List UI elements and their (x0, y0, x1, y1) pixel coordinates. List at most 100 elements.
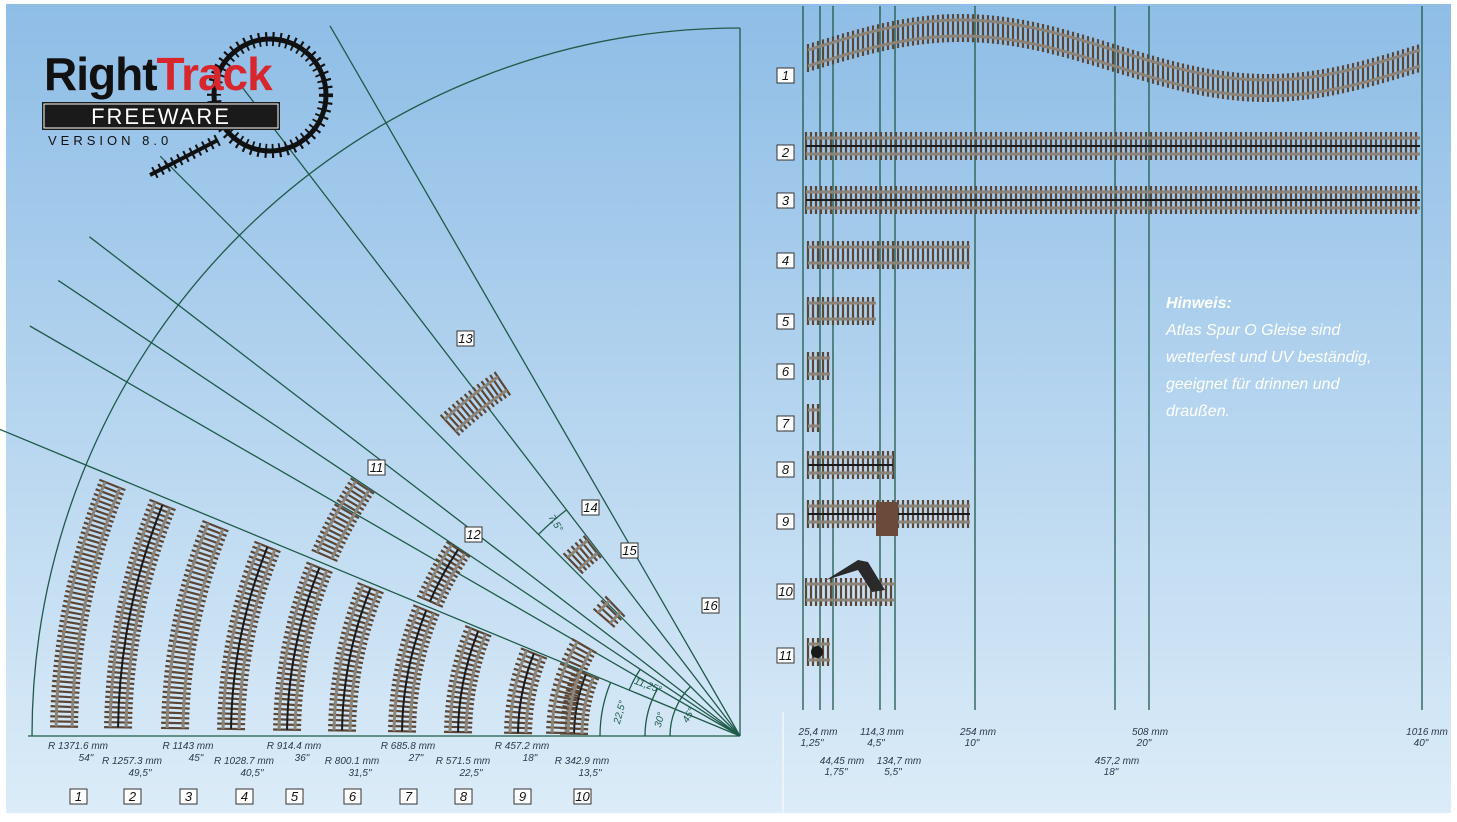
radius-label-4: R 1028.7 mm (214, 756, 274, 767)
curve-number-3-label: 3 (185, 789, 193, 804)
curve-number-2-label: 2 (128, 789, 137, 804)
tie (51, 701, 79, 702)
length-label: 1016 mm (1406, 727, 1448, 738)
radius-label-6: R 800.1 mm (325, 756, 379, 767)
curve-number-8: 8 (455, 789, 472, 804)
curve-number-7-label: 7 (405, 789, 413, 804)
tie (546, 727, 574, 728)
length-label: 254 mm (959, 727, 996, 738)
fan-number-11-label: 11 (370, 460, 384, 475)
curve-number-9: 9 (514, 789, 531, 804)
terminal-connector (811, 646, 823, 658)
radius-label-2: R 1257.3 mm (102, 756, 162, 767)
tie (50, 716, 78, 717)
curve-number-1: 1 (70, 789, 87, 804)
length-inch: 5,5" (884, 767, 902, 778)
length-inch: 1,25" (800, 738, 823, 749)
length-inch: 10" (965, 738, 980, 749)
straight-number-7-label: 7 (782, 416, 790, 431)
fan-number-14-label: 14 (583, 500, 597, 515)
straight-number-3: 3 (777, 193, 794, 208)
straight-number-9: 9 (777, 514, 794, 529)
radius-inch-1: 54" (79, 753, 94, 764)
curve-number-9-label: 9 (519, 789, 526, 804)
fan-number-16-label: 16 (703, 598, 718, 613)
curve-number-10: 10 (574, 789, 591, 804)
radius-inch-2: 49,5" (128, 768, 151, 779)
radius-label-3: R 1143 mm (163, 741, 214, 752)
radius-inch-8: 22,5" (458, 768, 482, 779)
fan-number-15-label: 15 (622, 543, 637, 558)
radius-label-8: R 571.5 mm (436, 756, 490, 767)
straight-number-11: 11 (777, 648, 794, 663)
curve-number-5: 5 (286, 789, 303, 804)
length-inch: 40" (1414, 738, 1429, 749)
straight-number-10: 10 (777, 584, 794, 599)
tie (161, 723, 189, 724)
radius-label-10: R 342.9 mm (555, 756, 609, 767)
fan-number-15: 15 (621, 543, 638, 558)
curve-number-6-label: 6 (349, 789, 357, 804)
tie (51, 706, 79, 707)
curve-number-2: 2 (124, 789, 141, 804)
length-inch: 20" (1136, 738, 1152, 749)
length-label: 457,2 mm (1095, 756, 1139, 767)
length-label: 114,3 mm (860, 727, 904, 738)
radius-label-9: R 457.2 mm (495, 741, 549, 752)
straight-number-3-label: 3 (782, 193, 790, 208)
length-inch: 18" (1104, 767, 1119, 778)
length-label: 134,7 mm (877, 756, 921, 767)
curve-number-4: 4 (236, 789, 253, 804)
straight-number-7: 7 (777, 416, 794, 431)
tie (161, 712, 189, 713)
radius-inch-4: 40,5" (240, 768, 263, 779)
note-text: Atlas Spur O Gleise sind wetterfest und … (1166, 317, 1406, 425)
curve-number-4-label: 4 (241, 789, 248, 804)
logo-freeware: FREEWARE (91, 104, 231, 129)
straight-number-6-label: 6 (782, 364, 790, 379)
fan-number-14: 14 (582, 500, 599, 515)
straight-number-8-label: 8 (782, 462, 790, 477)
tie (161, 718, 189, 719)
tie (50, 721, 78, 722)
curve-number-6: 6 (344, 789, 361, 804)
length-inch: 1,75" (824, 767, 847, 778)
curve-number-5-label: 5 (291, 789, 299, 804)
radius-inch-6: 31,5" (348, 768, 371, 779)
curve-number-3: 3 (180, 789, 197, 804)
length-label: 44,45 mm (820, 756, 864, 767)
tie (162, 707, 190, 708)
straight-number-1-label: 1 (782, 68, 789, 83)
straight-number-2-label: 2 (781, 145, 790, 160)
radius-label-1: R 1371.6 mm (48, 741, 108, 752)
uncoupler-block (876, 502, 898, 536)
fan-number-11: 11 (368, 460, 385, 475)
straight-number-9-label: 9 (782, 514, 789, 529)
straight-number-4-label: 4 (782, 253, 789, 268)
radius-inch-3: 45" (189, 753, 204, 764)
curve-number-7: 7 (400, 789, 417, 804)
straight-number-4: 4 (777, 253, 794, 268)
radius-inch-7: 27" (408, 753, 424, 764)
radius-inch-5: 36" (295, 753, 310, 764)
straight-number-11-label: 11 (779, 648, 793, 663)
straight-number-1: 1 (777, 68, 794, 83)
note-title: Hinweis: (1166, 290, 1406, 317)
radius-label-5: R 914.4 mm (267, 741, 321, 752)
straight-number-5-label: 5 (782, 314, 790, 329)
fan-number-13: 13 (457, 331, 474, 346)
length-label: 25,4 mm (798, 727, 838, 738)
fan-number-16: 16 (702, 598, 719, 613)
curve-number-8-label: 8 (460, 789, 468, 804)
fan-number-12: 12 (465, 527, 482, 542)
straight-number-8: 8 (777, 462, 794, 477)
logo-wordmark: RightTrack (44, 48, 273, 100)
curve-number-10-label: 10 (575, 789, 590, 804)
fan-number-12-label: 12 (466, 527, 481, 542)
radius-inch-10: 13,5" (578, 768, 601, 779)
tie (50, 711, 78, 712)
straight-number-5: 5 (777, 314, 794, 329)
radius-inch-9: 18" (523, 753, 538, 764)
fan-number-13-label: 13 (458, 331, 473, 346)
